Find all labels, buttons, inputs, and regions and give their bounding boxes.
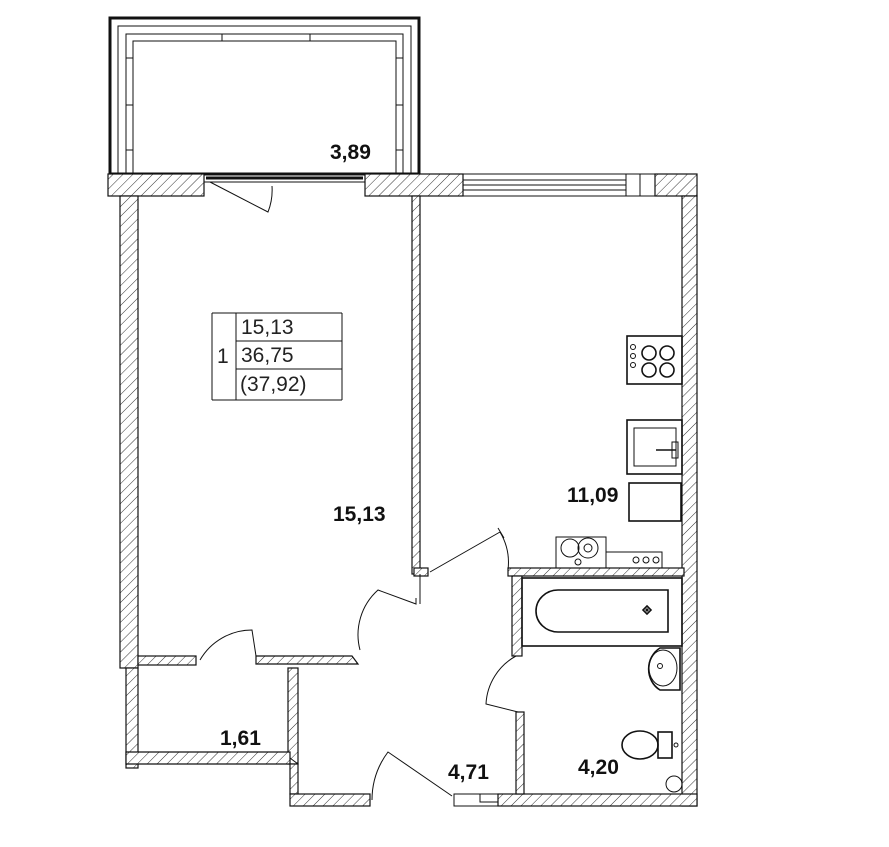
- bathtub-icon: [521, 577, 683, 647]
- storage-bottom-wall: [125, 751, 291, 765]
- kitchen-bath-partition: [507, 567, 685, 577]
- balcony-area: 3,89: [330, 141, 371, 164]
- stove-icon: [626, 335, 683, 385]
- washbasin-icon: [647, 647, 681, 691]
- rooms-count: 1: [217, 345, 229, 368]
- living-bottom-wall: [137, 655, 197, 666]
- living-area-value: 15,13: [241, 316, 294, 339]
- toilet-icon: [621, 730, 683, 793]
- sink-icon: [626, 419, 683, 475]
- storage-left-wall: [125, 667, 139, 769]
- top-wall: [107, 173, 698, 197]
- storage-right-wall: [287, 667, 299, 765]
- entrance-door: [371, 751, 453, 801]
- right-wall: [681, 195, 698, 807]
- kitchen-area: 11,09: [567, 484, 618, 507]
- hall-bottom-wall: [289, 793, 371, 807]
- bathroom-area: 4,20: [578, 756, 619, 779]
- total-with-balcony-value: (37,92): [240, 373, 307, 396]
- fridge-icon: [628, 482, 682, 522]
- living-room-area: 15,13: [333, 503, 386, 526]
- living-kitchen-partition: [411, 195, 421, 575]
- left-wall: [119, 195, 139, 669]
- total-area-value: 36,75: [241, 344, 294, 367]
- balcony: [108, 16, 421, 176]
- storage-area: 1,61: [220, 727, 261, 750]
- balcony-door: [209, 181, 273, 213]
- area-summary-table: 1 15,13 36,75 (37,92): [211, 312, 343, 401]
- hall-area: 4,71: [448, 761, 489, 784]
- washing-machine-icon: [555, 536, 663, 569]
